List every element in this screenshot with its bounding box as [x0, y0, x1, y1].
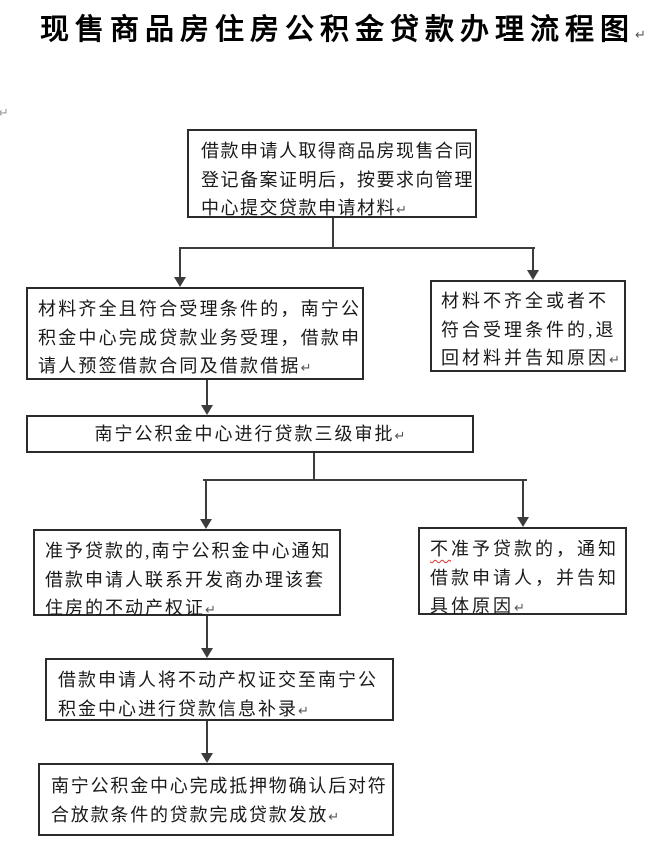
arrowhead-to-approval: [201, 405, 213, 415]
paragraph-mark: ↵: [205, 603, 216, 618]
flow-step-loan-approved: 准予贷款的,南宁公积金中心通知 借款申请人联系开发商办理该套 住房的不动产权证↵: [33, 529, 341, 618]
flow-step-loan-disbursement: 南宁公积金中心完成抵押物确认后对符 合放款条件的贷款完成贷款发放↵: [38, 763, 394, 836]
flow-step-denied-text: 准予贷款的，通知 借款申请人，并告知 具体原因: [430, 539, 619, 616]
flow-step-info-supplement: 借款申请人将不动产权证交至南宁公 积金中心进行贷款信息补录↵: [45, 658, 394, 721]
paragraph-mark: ↵: [300, 361, 312, 376]
flow-step-supplement-text: 借款申请人将不动产权证交至南宁公 积金中心进行贷款信息补录: [58, 670, 378, 719]
paragraph-mark: ↵: [609, 353, 620, 368]
arrow-line-to-approval: [206, 380, 208, 407]
page-title-text: 现售商品房住房公积金贷款办理流程图: [40, 14, 636, 46]
arrow-line-accept: [179, 247, 181, 279]
branch-1-line: [179, 247, 535, 249]
arrow-line-deny: [522, 479, 524, 518]
arrowhead-to-disbursement: [201, 753, 213, 763]
page-title: 现售商品房住房公积金贷款办理流程图↵: [40, 6, 646, 48]
flow-step-accepted-text: 材料齐全且符合受理条件的，南宁公 积金中心完成贷款业务受理，借款申 请人预签借款…: [38, 299, 362, 376]
paragraph-mark: ↵: [396, 203, 407, 218]
paragraph-mark: ↵: [394, 429, 406, 444]
flow-step-materials-rejected: 材料不齐全或者不 符合受理条件的,退 回材料并告知原因↵: [430, 280, 626, 372]
paragraph-mark: ↵: [514, 601, 525, 616]
flow-step-approved-text: 准予贷款的,南宁公积金中心通知 借款申请人联系开发商办理该套 住房的不动产权证: [45, 541, 332, 618]
flow-step-three-level-approval: 南宁公积金中心进行贷款三级审批↵: [26, 415, 474, 453]
spellcheck-flagged-char: 不: [430, 539, 451, 559]
arrowhead-approve: [200, 519, 212, 529]
stray-paragraph-mark: ↵: [0, 106, 9, 121]
arrow-line-reject: [532, 247, 534, 272]
flow-step-rejected-text: 材料不齐全或者不 符合受理条件的,退 回材料并告知原因: [441, 291, 617, 368]
arrow-line-to-disbursement: [206, 721, 208, 754]
paragraph-mark: ↵: [635, 28, 646, 43]
paragraph-mark: ↵: [298, 703, 309, 719]
arrowhead-accept: [174, 277, 186, 287]
flow-step-disbursement-text: 南宁公积金中心完成抵押物确认后对符 合放款条件的贷款完成贷款发放: [51, 776, 388, 825]
arrow-line-to-supplement: [206, 616, 208, 649]
flow-step-approval-text: 南宁公积金中心进行贷款三级审批: [94, 424, 395, 444]
branch-2-line: [203, 479, 527, 481]
connector-stub-from-step1: [332, 218, 334, 249]
connector-stub-from-step3: [313, 453, 315, 481]
arrowhead-reject: [527, 270, 539, 280]
flow-step-materials-accepted: 材料齐全且符合受理条件的，南宁公 积金中心完成贷款业务受理，借款申 请人预签借款…: [26, 287, 364, 380]
arrow-line-approve: [205, 479, 207, 519]
flow-step-loan-denied: 不准予贷款的，通知 借款申请人，并告知 具体原因↵: [418, 527, 627, 616]
flow-step-submit-application: 借款申请人取得商品房现售合同 登记备案证明后，按要求向管理 中心提交贷款申请材料…: [187, 129, 477, 218]
flow-step-submit-text: 借款申请人取得商品房现售合同 登记备案证明后，按要求向管理 中心提交贷款申请材料: [201, 141, 474, 218]
arrowhead-deny: [517, 517, 529, 527]
paragraph-mark: ↵: [328, 809, 340, 825]
arrowhead-to-supplement: [201, 648, 213, 658]
